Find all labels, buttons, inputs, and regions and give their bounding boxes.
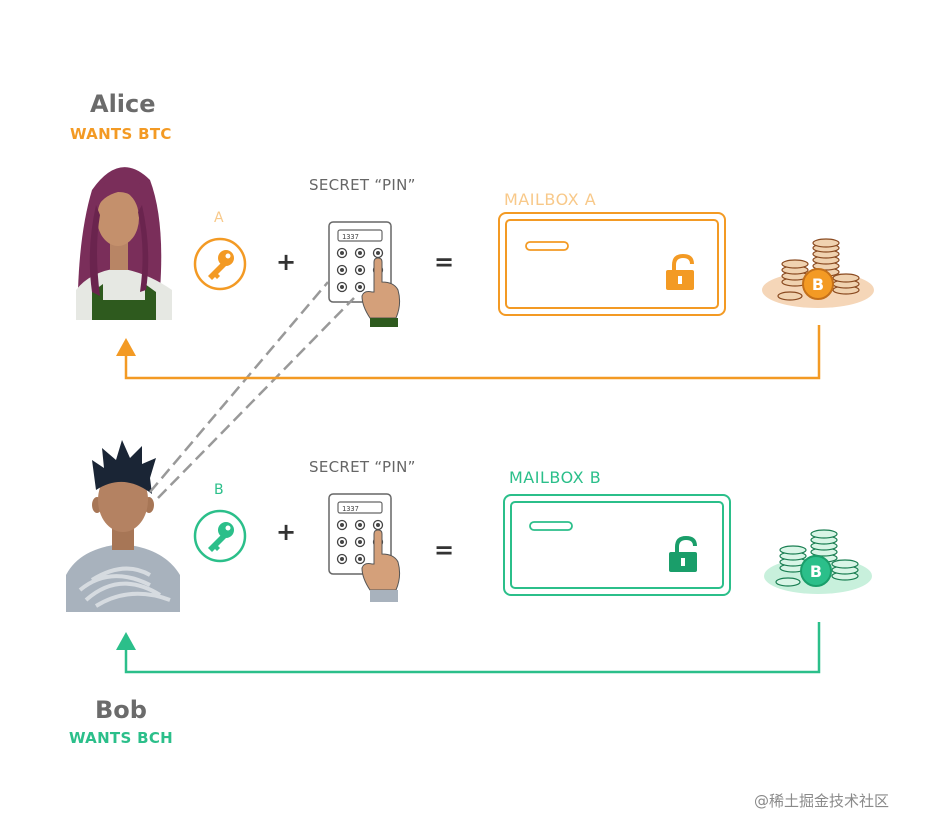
key-b-label: B bbox=[214, 482, 224, 498]
alice-name: Alice bbox=[90, 90, 156, 118]
return-arrow-a bbox=[116, 325, 821, 380]
bch-coin-symbol: B bbox=[810, 562, 822, 581]
mailbox-a bbox=[498, 212, 726, 316]
man-avatar-icon bbox=[66, 440, 180, 612]
pin-observation-lines bbox=[149, 281, 355, 499]
bob-name: Bob bbox=[95, 696, 147, 724]
bob-wants: WANTS BCH bbox=[69, 729, 173, 747]
btc-coin-symbol: B bbox=[812, 275, 824, 294]
equals-a: = bbox=[434, 248, 455, 276]
mailbox-b-label: MAILBOX B bbox=[509, 468, 602, 487]
alice-wants: WANTS BTC bbox=[70, 125, 172, 143]
woman-avatar-icon bbox=[76, 167, 172, 320]
secret-pin-b-label: SECRET “PIN” bbox=[309, 458, 416, 476]
key-a-label: A bbox=[214, 210, 224, 226]
key-a-icon bbox=[193, 237, 247, 291]
mailbox-a-label: MAILBOX A bbox=[504, 190, 597, 209]
plus-b: + bbox=[276, 518, 297, 546]
plus-a: + bbox=[276, 248, 297, 276]
btc-coins-icon: B bbox=[762, 238, 874, 308]
unlocked-padlock-b-icon bbox=[669, 535, 697, 572]
mailbox-b bbox=[503, 494, 731, 596]
bch-coins-icon: B bbox=[764, 529, 872, 594]
keypad-b-icon: 1337 bbox=[328, 493, 401, 602]
watermark: @稀土掘金技术社区 bbox=[754, 792, 890, 810]
secret-pin-a-label: SECRET “PIN” bbox=[309, 176, 416, 194]
pin-a-display: 1337 bbox=[342, 233, 359, 241]
pin-b-display: 1337 bbox=[342, 505, 359, 513]
equals-b: = bbox=[434, 536, 455, 564]
unlocked-padlock-a-icon bbox=[666, 253, 694, 290]
return-arrow-b bbox=[116, 622, 821, 674]
keypad-a-icon: 1337 bbox=[328, 221, 401, 327]
key-b-icon bbox=[193, 509, 247, 563]
